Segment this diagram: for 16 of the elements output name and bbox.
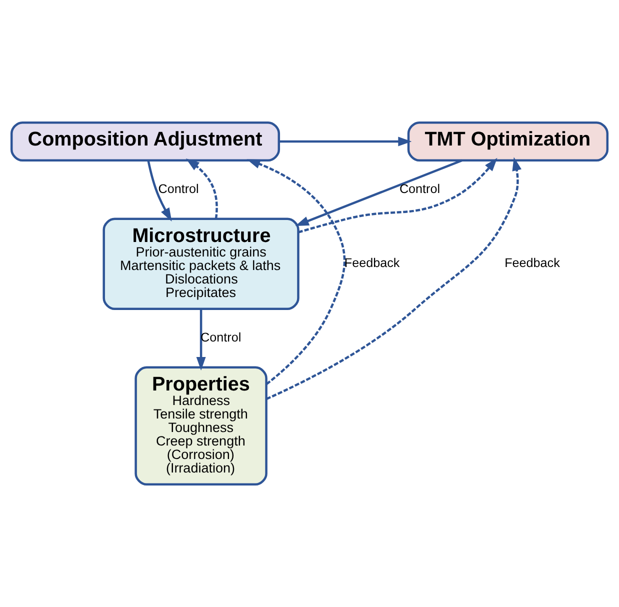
arrow <box>196 309 206 371</box>
node-box: Microstructure Prior-austenitic grains Martensitic packets & laths Dislocations Precipitates <box>102 218 300 310</box>
arrow <box>246 159 346 385</box>
arrow <box>266 157 522 400</box>
arrow <box>186 158 218 219</box>
node-box: Composition Adjustment <box>10 121 280 162</box>
edge-label: Feedback <box>504 256 560 270</box>
arrow <box>295 159 462 226</box>
node-box: Properties Hardness Tensile strength Toughness Creep strength (Corrosion) (Irradiation) <box>134 366 268 486</box>
edge-label: Feedback <box>344 256 400 270</box>
node-box: TMT Optimization <box>407 121 609 162</box>
edge-label: Control <box>399 182 440 196</box>
arrow <box>147 160 172 222</box>
arrow <box>298 158 498 234</box>
edge-label: Control <box>158 182 199 196</box>
arrow <box>279 136 412 146</box>
